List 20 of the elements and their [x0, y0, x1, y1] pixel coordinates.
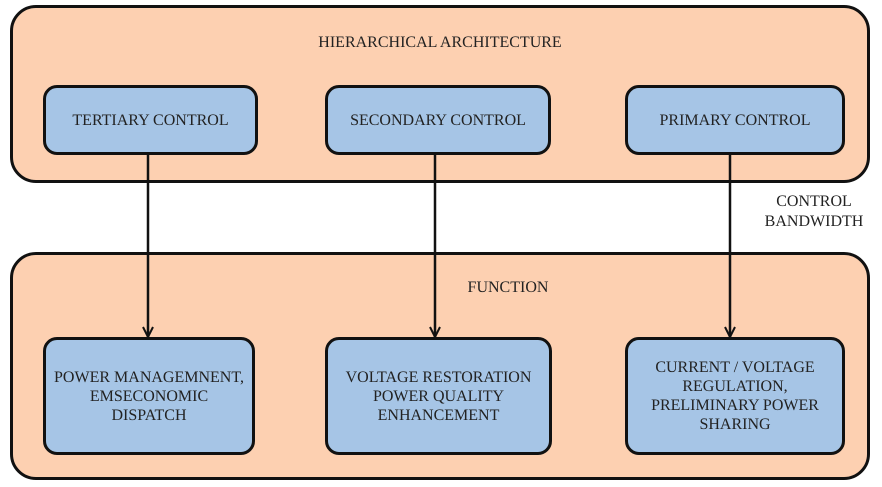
- panel-title: FUNCTION: [466, 279, 550, 297]
- group-panel: [10, 5, 870, 183]
- box-label: VOLTAGE RESTORATION POWER QUALITY ENHANCEMENT: [344, 368, 532, 424]
- process-box: [43, 85, 258, 155]
- process-box: [625, 85, 845, 155]
- process-box: [625, 337, 845, 455]
- box-label: CURRENT / VOLTAGE REGULATION, PRELIMINARY POWER SHARING: [650, 358, 820, 434]
- panel-title: HIERARCHICAL ARCHITECTURE: [317, 34, 563, 52]
- arrow: [429, 155, 441, 338]
- process-box: [43, 337, 255, 455]
- process-box: [325, 85, 551, 155]
- arrow: [724, 155, 736, 338]
- axis-label: CONTROL BANDWIDTH: [764, 192, 864, 232]
- group-panel: [10, 252, 870, 480]
- box-label: POWER MANAGEMNENT, EMSECONOMIC DISPATCH: [54, 368, 244, 424]
- box-label: TERTIARY CONTROL: [72, 110, 229, 130]
- arrow: [142, 155, 154, 338]
- process-box: [325, 337, 552, 455]
- box-label: SECONDARY CONTROL: [350, 110, 526, 130]
- box-label: PRIMARY CONTROL: [660, 110, 810, 130]
